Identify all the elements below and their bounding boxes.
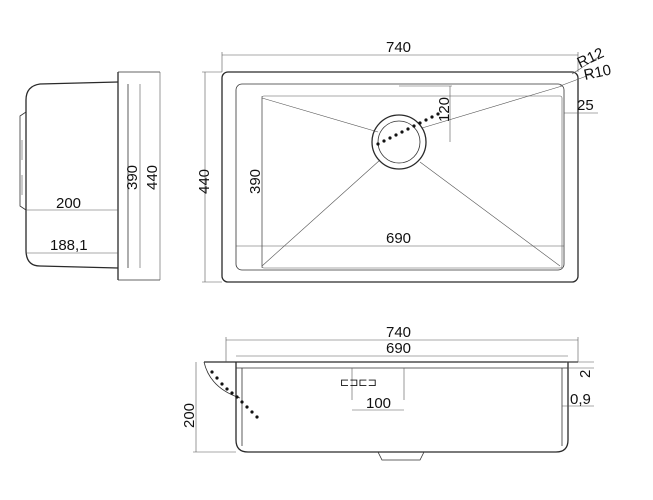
front-view-drain-outlet (377, 451, 425, 461)
side-view: 200 188,1 390 440 (19, 71, 161, 281)
top-view-r12-leader (571, 55, 601, 75)
side-view-dim-440-label: 440 (144, 165, 161, 190)
top-view-dim-690-label: 690 (386, 230, 411, 247)
drain-outer-circle (371, 114, 427, 170)
front-view-overflow-symbol: ⊏⊐⊏⊐ (340, 377, 377, 389)
top-view-dim-120-label: 120 (436, 97, 453, 122)
side-view-dim-200-label: 200 (56, 195, 81, 212)
front-view: ⊏⊐⊏⊐ 740 690 2 200 100 0,9 (181, 324, 594, 461)
drain-inner-circle (377, 120, 421, 164)
front-view-dim-740-label: 740 (386, 324, 411, 341)
side-view-dim-390-label: 390 (124, 165, 141, 190)
top-view-dim-25-label: 25 (577, 97, 594, 114)
top-view-dim-440-label: 440 (196, 169, 213, 194)
top-view-dim-740-label: 740 (386, 39, 411, 56)
top-view: 740 R12 R10 25 440 390 120 690 (196, 39, 613, 283)
side-view-back-detail (19, 111, 27, 211)
top-view-dim-390-label: 390 (247, 169, 264, 194)
front-view-dim-100-label: 100 (366, 395, 391, 412)
front-view-dim-09-label: 0,9 (570, 391, 591, 408)
side-view-dim-188-label: 188,1 (50, 237, 88, 254)
top-view-outer-rim (221, 71, 579, 283)
top-view-slope-line-tl (261, 97, 379, 133)
top-view-slope-line-br (419, 161, 561, 267)
front-view-bowl-outline (235, 362, 569, 453)
top-view-r10-leader (559, 73, 593, 87)
top-view-bowl-bottom (261, 95, 563, 269)
front-view-dim-690-label: 690 (386, 340, 411, 357)
side-view-body-outline (25, 81, 119, 269)
front-view-corner-arc (203, 361, 241, 399)
front-view-dim-200-label: 200 (181, 403, 198, 428)
front-view-dotted-line (210, 370, 259, 419)
top-view-slope-line-tr (421, 85, 563, 129)
front-view-dim-2-label: 2 (577, 370, 594, 378)
top-view-r10-label: R10 (582, 62, 612, 84)
drain-dotted-line (376, 112, 440, 146)
top-view-bowl-edge (235, 83, 565, 271)
top-view-slope-line-bl (261, 159, 381, 267)
